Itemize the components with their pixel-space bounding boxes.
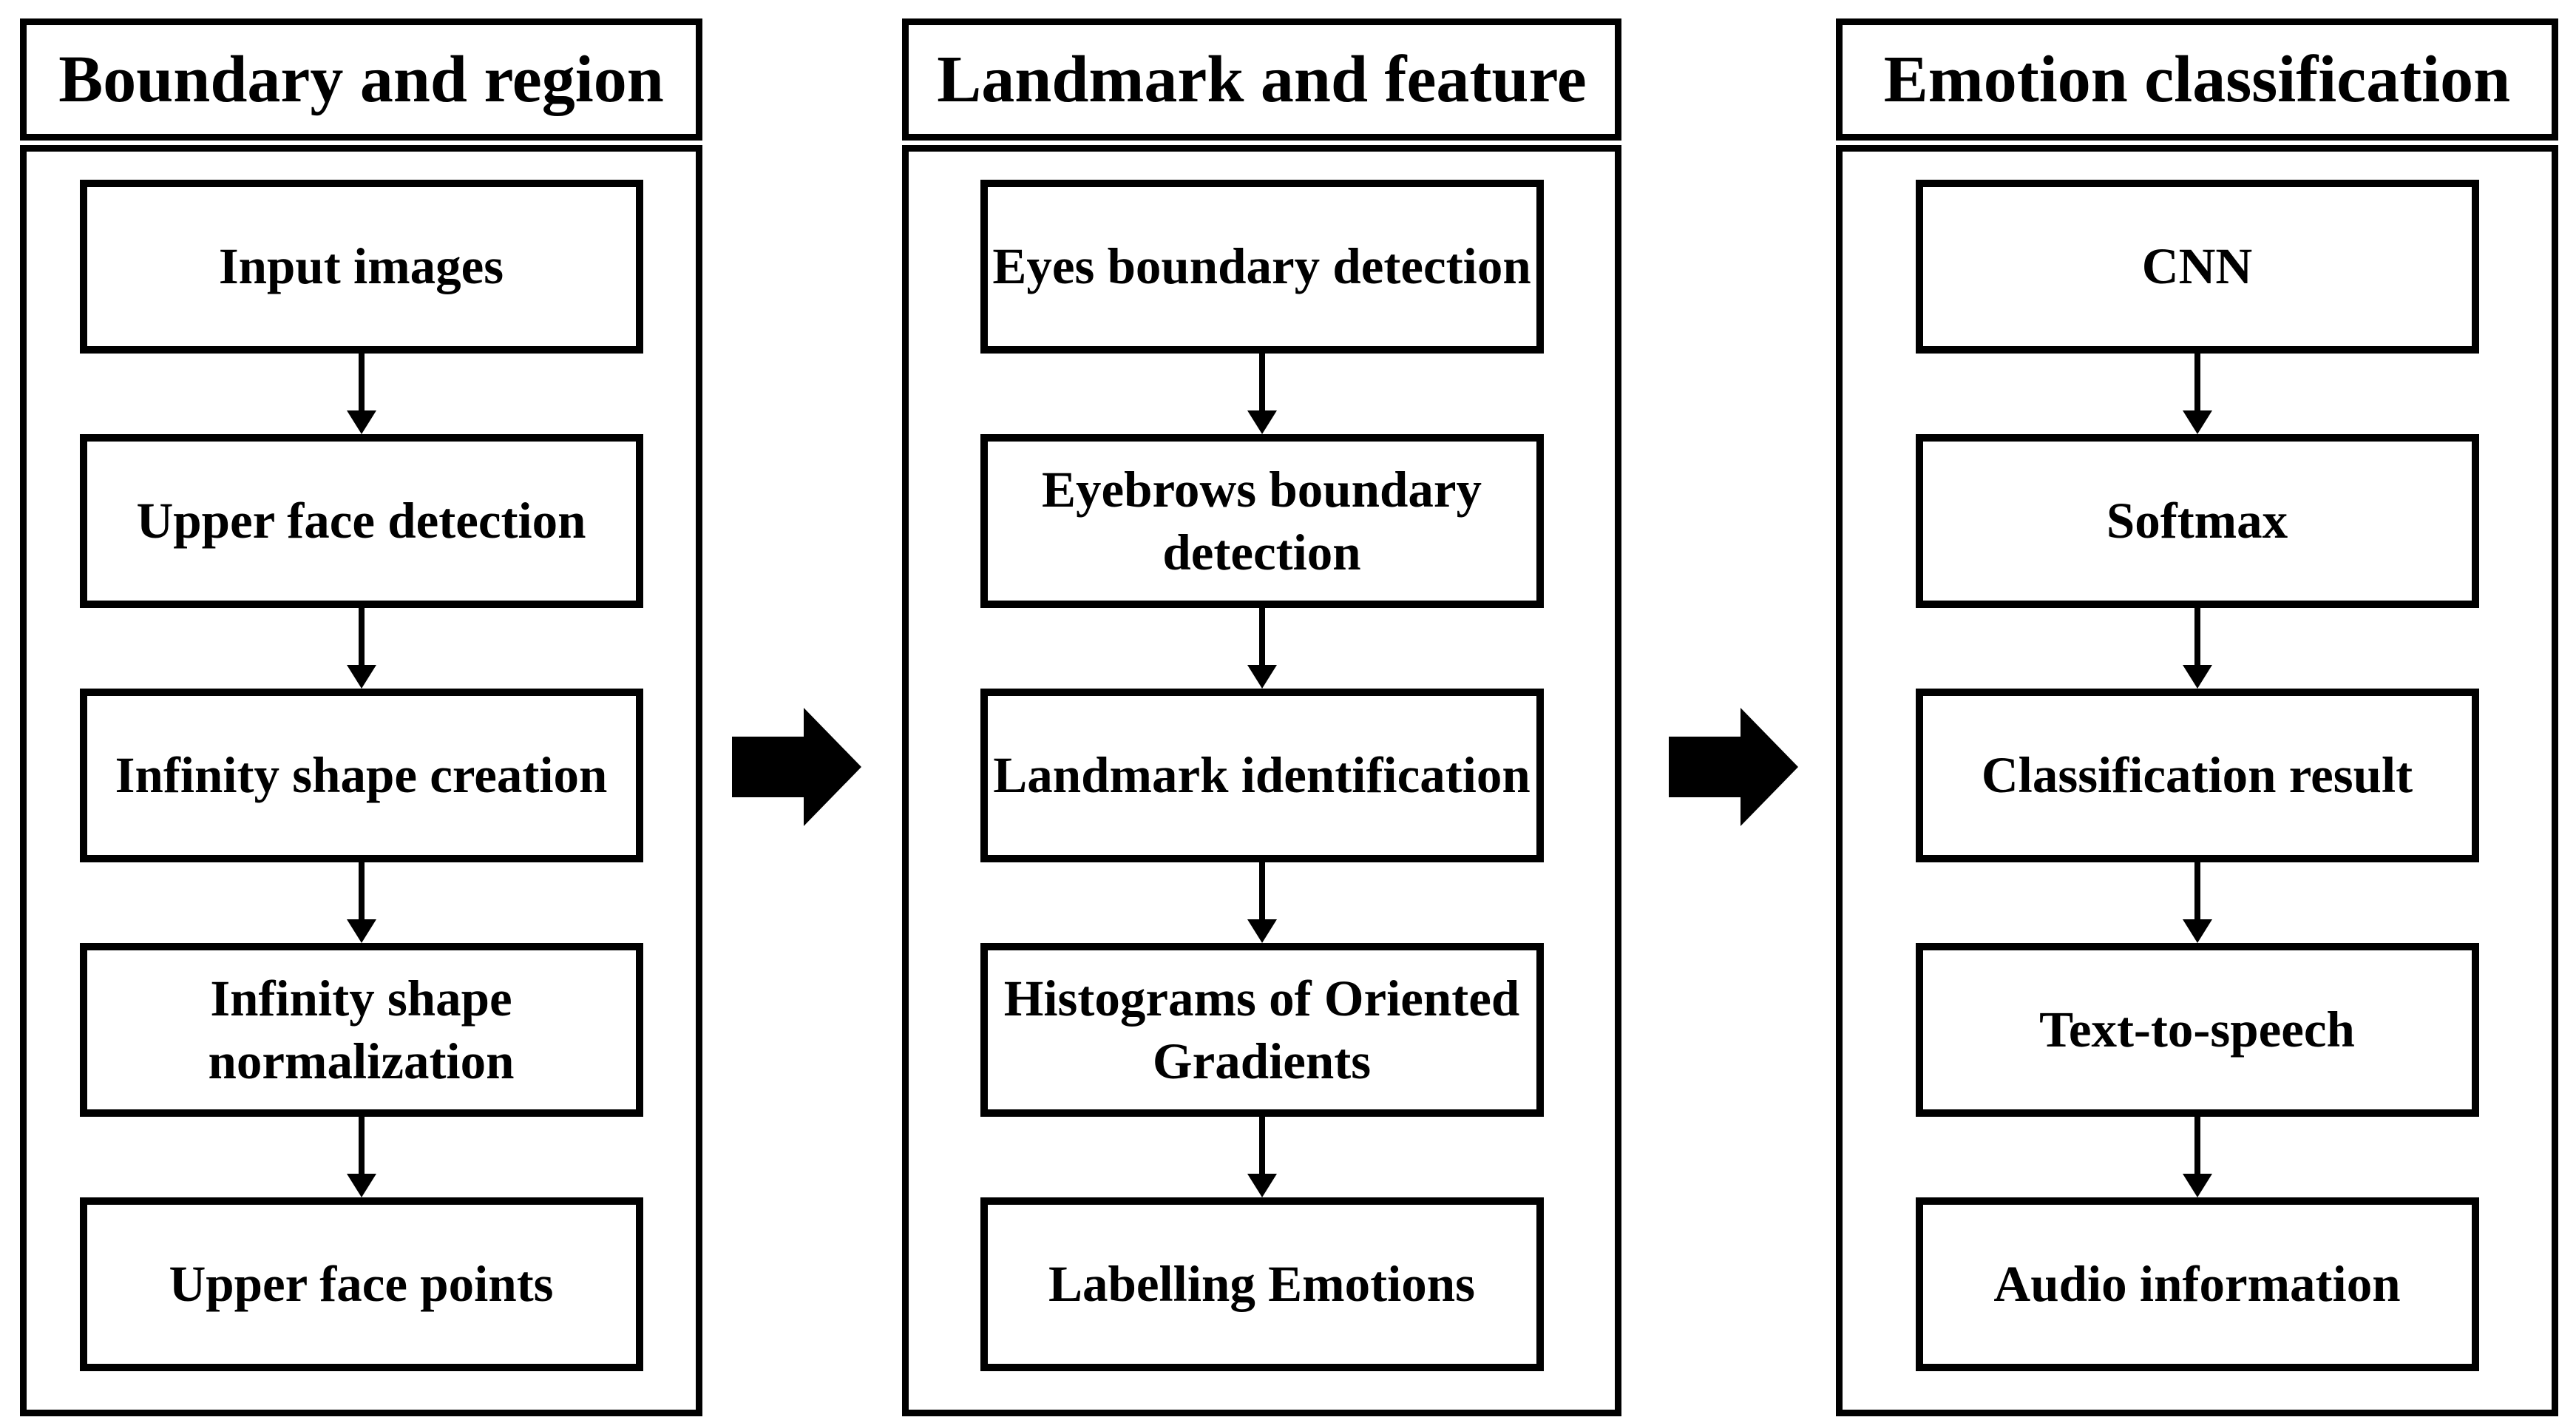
arrow-tail <box>732 737 804 797</box>
down-arrow-icon <box>909 1117 1615 1197</box>
arrow-tail <box>1669 737 1741 797</box>
down-arrow-icon <box>27 354 696 434</box>
step-eyes-boundary-detection: Eyes boundary detection <box>980 180 1544 354</box>
down-arrow-icon <box>27 1117 696 1197</box>
down-arrow-icon <box>1843 608 2552 689</box>
step-histograms-of-oriented-gradients: Histograms of Oriented Gradients <box>980 943 1544 1117</box>
down-arrow-icon <box>1843 354 2552 434</box>
step-eyebrows-boundary-detection: Eyebrows boundary detection <box>980 434 1544 608</box>
arrow-head <box>1741 708 1798 826</box>
stage-body: CNN Softmax Classification result Text-t… <box>1836 145 2558 1416</box>
down-arrow-icon <box>27 608 696 689</box>
step-text-to-speech: Text-to-speech <box>1915 943 2479 1117</box>
stage-title: Boundary and region <box>20 18 702 141</box>
down-arrow-icon <box>27 862 696 943</box>
down-arrow-icon <box>1843 1117 2552 1197</box>
stage-body: Input images Upper face detection Infini… <box>20 145 702 1416</box>
down-arrow-icon <box>1843 862 2552 943</box>
stage-body: Eyes boundary detection Eyebrows boundar… <box>902 145 1621 1416</box>
step-labelling-emotions: Labelling Emotions <box>980 1197 1544 1371</box>
arrow-head <box>804 708 861 826</box>
next-stage-arrow-icon <box>1669 708 1798 826</box>
stage-title: Emotion classification <box>1836 18 2558 141</box>
step-upper-face-points: Upper face points <box>79 1197 643 1371</box>
stage-emotion-classification: Emotion classification CNN Softmax Class… <box>1836 18 2558 1416</box>
next-stage-arrow-icon <box>732 708 861 826</box>
down-arrow-icon <box>909 862 1615 943</box>
step-softmax: Softmax <box>1915 434 2479 608</box>
step-infinity-shape-creation: Infinity shape creation <box>79 689 643 862</box>
stage-title: Landmark and feature <box>902 18 1621 141</box>
step-classification-result: Classification result <box>1915 689 2479 862</box>
down-arrow-icon <box>909 608 1615 689</box>
stage-landmark-and-feature: Landmark and feature Eyes boundary detec… <box>902 18 1621 1416</box>
down-arrow-icon <box>909 354 1615 434</box>
step-landmark-identification: Landmark identification <box>980 689 1544 862</box>
stage-boundary-and-region: Boundary and region Input images Upper f… <box>20 18 702 1416</box>
step-upper-face-detection: Upper face detection <box>79 434 643 608</box>
step-audio-information: Audio information <box>1915 1197 2479 1371</box>
step-input-images: Input images <box>79 180 643 354</box>
step-cnn: CNN <box>1915 180 2479 354</box>
step-infinity-shape-normalization: Infinity shape normalization <box>79 943 643 1117</box>
